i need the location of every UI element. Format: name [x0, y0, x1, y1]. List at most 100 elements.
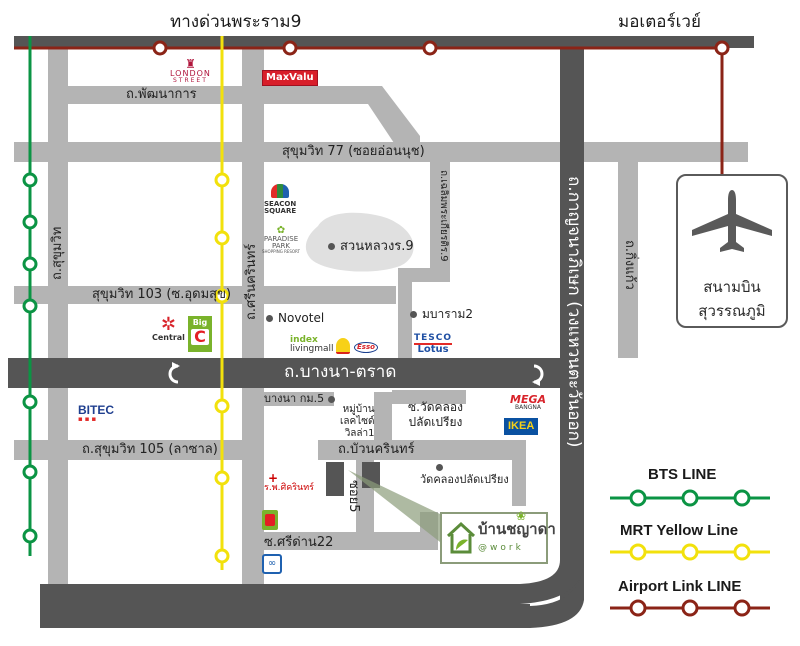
hospital-cross-icon: +	[268, 471, 279, 485]
mrt-station	[214, 398, 230, 414]
central-icon: ✲	[160, 314, 176, 335]
poi-bangna-km5-label: บางนา กม.5	[264, 392, 325, 405]
bigc-small-icon	[262, 510, 278, 530]
logo-paradise-park: ✿ PARADISE PARK SHOPPING RESORT	[262, 226, 300, 254]
poi-bangna-km5: บางนา กม.5	[264, 393, 340, 404]
poi-marker	[410, 311, 417, 318]
legend-mrt-yellow: MRT Yellow Line	[620, 522, 739, 539]
poi-novotel: Novotel	[266, 312, 324, 324]
road-chaloem-phrakiat	[430, 152, 450, 282]
poi-wat: วัดคลองปลัดเปรียง	[420, 464, 509, 486]
airport-link-station	[422, 40, 438, 56]
bts-station	[22, 394, 38, 410]
logo-bitec: BITEC ▪▪▪	[78, 404, 114, 423]
road-king-kaeo	[618, 162, 638, 358]
label-expressway: ทางด่วนพระราม9	[170, 12, 302, 32]
logo-paradise-text: PARADISE	[263, 235, 299, 243]
label-king-kaeo: ถ.กิ่งแก้ว	[622, 240, 637, 290]
poi-park-label: สวนหลวงร.9	[340, 239, 414, 254]
road-kanchanaphisek	[560, 40, 584, 600]
logo-esso: Esso	[354, 342, 378, 353]
label-sukhumvit103: สุขุมวิท 103 (ซ.อุดมสุข)	[92, 287, 232, 302]
bts-station	[22, 298, 38, 314]
major-roads	[8, 36, 754, 606]
logo-mega-text: MEGA	[510, 393, 547, 406]
legend-lines	[610, 489, 770, 617]
road-bottom	[40, 604, 530, 606]
road-bunsrinakarin-end	[512, 440, 526, 506]
poi-soi-wat: ซ.วัดคลอง ปลัดเปรียง	[408, 400, 463, 430]
logo-bigc: Big C	[188, 316, 212, 352]
building-block-1	[326, 462, 344, 496]
logo-mega-bangna: MEGA BANGNA	[510, 394, 546, 411]
road-bottom-main	[40, 560, 584, 628]
logo-bitec-text: BITEC	[78, 403, 114, 417]
airport-name-line2: สุวรรณภูมิ	[698, 302, 766, 320]
destination-sub: @work	[478, 543, 524, 553]
road-sukhumvit103	[14, 286, 396, 304]
logo-bangna-text: BANGNA	[515, 404, 541, 411]
bts-station	[22, 464, 38, 480]
logo-livingmall-text: livingmall	[290, 344, 334, 354]
logo-index-livingmall: index livingmall	[290, 336, 334, 354]
airport-name-line1: สนามบิน	[703, 278, 761, 296]
logo-central: ✲ Central	[152, 316, 185, 342]
logo-london-text: LONDON	[170, 69, 211, 78]
park-area	[305, 212, 414, 272]
road-phatthanakan	[66, 86, 420, 152]
poi-wat-label: วัดคลองปลัดเปรียง	[420, 473, 509, 486]
poi-marker	[266, 315, 273, 322]
bts-station	[22, 528, 38, 544]
airport-box: สนามบิน สุวรรณภูมิ	[676, 174, 788, 328]
road-soi-bangna-km5	[262, 392, 334, 406]
logo-c-text: C	[191, 329, 209, 345]
mrt-station	[214, 470, 230, 486]
shell-icon	[336, 338, 350, 354]
mrt-station	[214, 230, 230, 246]
label-kanchanaphisek: ถ.กาญจนาภิเษก (วงแหวนตะวันออก)	[564, 176, 584, 448]
castle-icon: ♜	[185, 57, 196, 71]
legend-bts: BTS LINE	[648, 466, 717, 483]
road-soi-wat	[374, 392, 392, 440]
logo-tesco-lotus: TESCO Lotus	[414, 334, 453, 355]
label-chaloem-phrakiat: ถ.เฉลิมพระเกียรติร.9	[438, 170, 449, 262]
road-chaloem-connector	[400, 268, 450, 282]
mrt-station	[214, 548, 230, 564]
seacon-icon	[271, 184, 290, 198]
uturn-right-arrow	[532, 378, 540, 386]
road-bottom-curve	[40, 560, 584, 604]
bts-line	[22, 36, 38, 556]
poi-mabaram2: มบาราม2	[410, 308, 473, 320]
logo-london-street: ♜ LONDON STREET	[170, 58, 211, 84]
road-soi-wat-horizontal	[392, 390, 466, 404]
bts-station	[22, 172, 38, 188]
poi-soi-wat-line: ปลัดเปรียง	[408, 415, 463, 429]
poi-park: สวนหลวงร.9	[328, 240, 414, 253]
poi-mabaram2-label: มบาราม2	[422, 307, 473, 321]
house-icon	[446, 521, 476, 554]
destination-pointer	[348, 470, 440, 542]
label-soi-sridan22: ซ.ศรีด่าน22	[264, 535, 334, 550]
poi-village-line: เลคไซด์	[340, 416, 375, 427]
mrt-station	[214, 288, 230, 304]
airport-link-station	[282, 40, 298, 56]
airport-link-line	[14, 40, 730, 176]
logo-seacon: SEACON SQUARE	[264, 184, 296, 215]
label-sukhumvit105: ถ.สุขุมวิท 105 (ลาซาล)	[82, 442, 218, 457]
road-soi-sridan22	[262, 532, 436, 550]
destination-name: บ้านชญาดา	[478, 520, 556, 538]
poi-soi-wat-line: ซ.วัดคลอง	[408, 400, 463, 414]
leaf-icon: ✿	[276, 225, 286, 236]
poi-marker	[328, 395, 336, 403]
logo-park-text: PARK	[271, 242, 291, 250]
airport-link-station	[152, 40, 168, 56]
destination-badge: บ้านชญาดา @work ❀	[440, 510, 556, 564]
road-sukhumvit-vertical	[48, 42, 68, 598]
road-srinakarin	[242, 42, 264, 598]
poi-village: หมู่บ้าน เลคไซด์ วิลล่า1	[340, 404, 375, 440]
label-sukhumvit77: สุขุมวิท 77 (ซอยอ่อนนุช)	[282, 144, 425, 159]
road-soi-mabaram	[398, 268, 412, 360]
poi-marker	[436, 464, 443, 471]
